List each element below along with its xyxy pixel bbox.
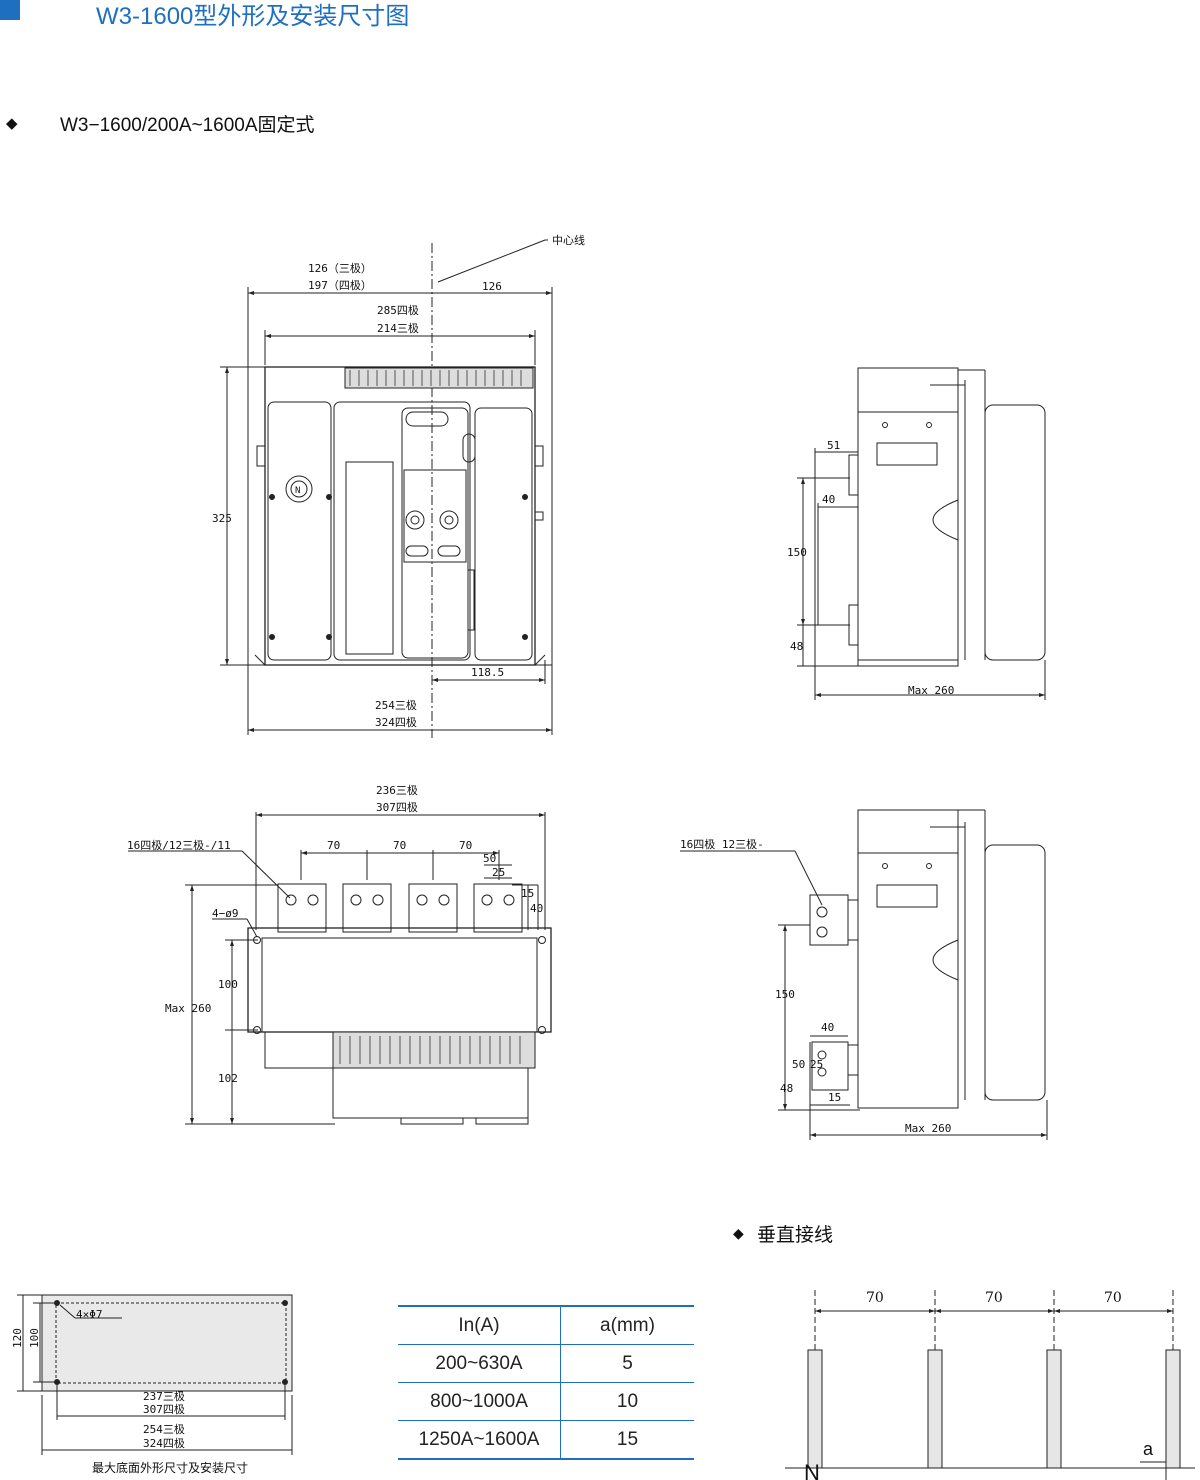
dim-51: 51 xyxy=(827,439,840,452)
dim-70-a: 70 xyxy=(866,1290,884,1306)
cell-in: 1250A~1600A xyxy=(398,1420,561,1460)
cell-a: 15 xyxy=(560,1420,694,1460)
cell-in: 800~1000A xyxy=(398,1382,561,1421)
dim-100: 100 xyxy=(218,978,238,991)
dim-a: a xyxy=(1143,1439,1154,1459)
dim-324-4p: 324四极 xyxy=(143,1436,185,1450)
page-title: W3-1600型外形及安装尺寸图 xyxy=(96,3,410,30)
dim-236-3p: 236三极 xyxy=(376,783,418,797)
dim-307-4p: 307四极 xyxy=(376,800,418,814)
header-in: In(A) xyxy=(398,1305,561,1345)
dim-307-4p: 307四极 xyxy=(143,1402,185,1416)
dim-70-b: 70 xyxy=(985,1290,1003,1306)
dim-48: 48 xyxy=(790,640,803,653)
cell-a: 10 xyxy=(560,1382,694,1421)
dim-324-4p: 324四极 xyxy=(375,715,417,729)
dim-254-3p: 254三极 xyxy=(143,1422,185,1436)
side-view-bottom-drawing: 16四极 12三极- 150 40 50 25 48 15 Max 260 xyxy=(680,809,1048,1140)
dim-40: 40 xyxy=(822,493,835,506)
title-marker xyxy=(0,0,20,20)
mounting-holes: 4×Φ7 xyxy=(76,1308,103,1321)
dim-25: 25 xyxy=(810,1058,823,1071)
dim-102: 102 xyxy=(218,1072,238,1085)
dim-max-260: Max 260 xyxy=(908,684,954,697)
dim-max-260: Max 260 xyxy=(165,1002,211,1015)
vertical-wiring-title: 垂直接线 xyxy=(757,1225,834,1246)
busbar-callout: 16四极 12三极- xyxy=(680,837,764,851)
busbar-callout: 16四极/12三极-/11 xyxy=(127,838,231,852)
dim-214-3p: 214三极 xyxy=(377,321,419,335)
bottom-terminal-strip xyxy=(339,1036,521,1064)
base-plate-caption: 最大底面外形尺寸及安装尺寸 xyxy=(92,1460,248,1475)
diamond-bullet-icon: ◆ xyxy=(6,115,18,132)
dim-254-3p: 254三极 xyxy=(375,698,417,712)
mounting-holes: 4−ø9 xyxy=(212,907,239,920)
dim-40: 40 xyxy=(821,1021,834,1034)
table-row: 800~1000A 10 xyxy=(398,1382,694,1421)
dim-25: 25 xyxy=(492,866,505,879)
diamond-bullet-icon: ◆ xyxy=(733,1225,744,1241)
neutral-label: N xyxy=(804,1460,820,1480)
section-subtitle: W3−1600/200A~1600A固定式 xyxy=(60,115,315,136)
n-badge-label: N xyxy=(295,486,300,496)
base-plate-drawing: 4×Φ7 120 100 237三极 307四极 254三极 324四极 最大底… xyxy=(11,1294,293,1475)
dim-70-a: 70 xyxy=(327,839,340,852)
dim-left-3p: 126（三极） xyxy=(308,261,372,275)
header-a: a(mm) xyxy=(560,1305,694,1345)
vertical-wiring-drawing: 70 70 70 a N xyxy=(785,1290,1195,1480)
front-view-drawing: 中心线 126（三极） 197（四极） 126 285四极 214三极 325 … xyxy=(212,233,585,738)
dim-120: 120 xyxy=(11,1328,24,1348)
dim-40: 40 xyxy=(530,902,543,915)
cell-a: 5 xyxy=(560,1344,694,1383)
side-view-top-drawing: 51 40 150 48 Max 260 xyxy=(787,367,1046,700)
top-terminal-strip xyxy=(349,370,522,386)
dim-100: 100 xyxy=(28,1328,41,1348)
dim-max-260: Max 260 xyxy=(905,1122,951,1135)
table-row: 1250A~1600A 15 xyxy=(398,1420,694,1460)
dim-70-c: 70 xyxy=(459,839,472,852)
table-header-row: In(A) a(mm) xyxy=(398,1305,694,1345)
dim-285-4p: 285四极 xyxy=(377,303,419,317)
dim-70-b: 70 xyxy=(393,839,406,852)
dim-height-325: 325 xyxy=(212,512,232,525)
cell-in: 200~630A xyxy=(398,1344,561,1383)
dim-150: 150 xyxy=(787,546,807,559)
table-row: 200~630A 5 xyxy=(398,1344,694,1383)
dim-150: 150 xyxy=(775,988,795,1001)
dim-70-c: 70 xyxy=(1104,1290,1122,1306)
dim-50: 50 xyxy=(483,852,496,865)
dim-left-4p: 197（四极） xyxy=(308,278,372,292)
current-table: In(A) a(mm) 200~630A 5 800~1000A 10 1250… xyxy=(398,1305,694,1460)
center-line-label: 中心线 xyxy=(552,233,585,247)
dim-15: 15 xyxy=(521,887,534,900)
dim-237-3p: 237三极 xyxy=(143,1389,185,1403)
top-view-drawing: 236三极 307四极 16四极/12三极-/11 70 70 70 50 25… xyxy=(127,783,552,1125)
dim-48: 48 xyxy=(780,1082,793,1095)
dim-118-5: 118.5 xyxy=(471,666,504,679)
dim-50: 50 xyxy=(792,1058,805,1071)
dim-right: 126 xyxy=(482,280,502,293)
dim-15: 15 xyxy=(828,1091,841,1104)
